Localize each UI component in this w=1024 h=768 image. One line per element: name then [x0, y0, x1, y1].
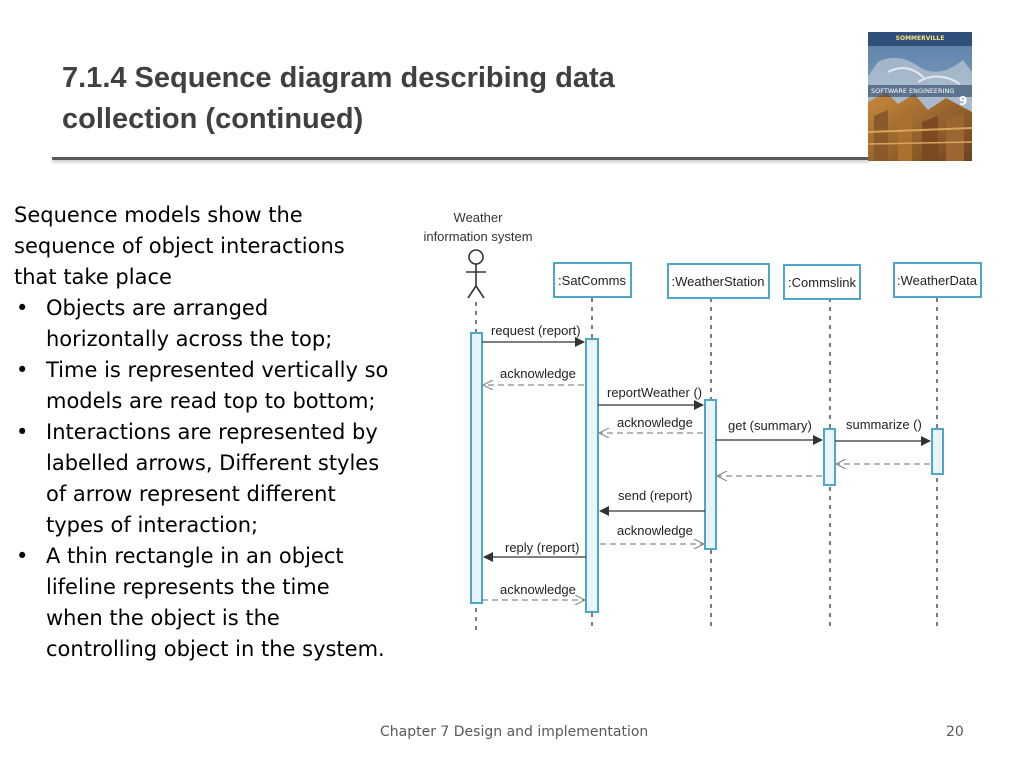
message-arrow: request (report) — [482, 323, 585, 347]
actor-label-line: information system — [423, 229, 532, 244]
return-arrow: acknowledge — [600, 523, 703, 544]
return-arrow: acknowledge — [482, 582, 584, 600]
message-label: acknowledge — [617, 415, 693, 430]
activation-bar — [823, 428, 836, 486]
slide-title-line: collection (continued) — [62, 103, 364, 135]
object-satcomms: :SatComms — [553, 262, 632, 298]
activation-bar — [704, 399, 717, 550]
bullet-line: A thin rectangle in an object — [46, 544, 344, 568]
book-cover-art — [868, 32, 972, 161]
activation-bar — [931, 428, 944, 475]
object-label: :Commslink — [788, 275, 856, 290]
object-weatherdata: :WeatherData — [893, 262, 982, 298]
bullet-line: lifeline represents the time — [46, 575, 330, 599]
bullet-line: controlling object in the system. — [46, 637, 385, 661]
bullet-line: Interactions are represented by — [46, 420, 378, 444]
object-label: :SatComms — [558, 273, 626, 288]
bullet-list: • Objects are arranged horizontally acro… — [14, 293, 424, 665]
bullet-line: Objects are arranged — [46, 296, 269, 320]
message-arrow: reply (report) — [483, 540, 586, 562]
message-arrow: send (report) — [599, 488, 705, 516]
bullet-line: types of interaction; — [46, 513, 259, 537]
intro-paragraph: Sequence models show the sequence of obj… — [14, 200, 424, 293]
message-label: get (summary) — [728, 418, 812, 433]
object-boxes: :SatComms :WeatherStation :Commslink :We… — [553, 262, 982, 300]
bullet-line: labelled arrows, Different styles — [46, 451, 380, 475]
actor: Weather information system — [423, 210, 533, 299]
bullet-item: • A thin rectangle in an object lifeline… — [14, 541, 424, 665]
slide-title: 7.1.4 Sequence diagram describing data c… — [62, 58, 822, 140]
actor-stick-figure-icon — [466, 249, 486, 299]
bullet-item: • Interactions are represented by labell… — [14, 417, 424, 541]
message-label: summarize () — [846, 417, 922, 432]
activation-bar — [585, 338, 599, 613]
bullet-line: of arrow represent different — [46, 482, 336, 506]
object-label: :WeatherData — [897, 273, 978, 288]
message-label: reportWeather () — [607, 385, 702, 400]
message-arrow: summarize () — [835, 417, 931, 446]
activation-bar — [470, 332, 483, 604]
actor-label-line: Weather — [454, 210, 504, 225]
messages: request (report) acknowledge reportWeath… — [482, 323, 931, 600]
object-weatherstation: :WeatherStation — [667, 263, 770, 299]
intro-line: that take place — [14, 265, 172, 289]
book-cover-title: SOFTWARE ENGINEERING — [871, 87, 955, 95]
book-cover-edition: 9 — [959, 94, 968, 108]
slide-title-line: 7.1.4 Sequence diagram describing data — [62, 62, 615, 94]
return-arrow: acknowledge — [600, 415, 703, 433]
object-commslink: :Commslink — [783, 264, 861, 300]
book-cover-brand: SOMMERVILLE — [895, 35, 945, 42]
message-arrow: get (summary) — [716, 418, 823, 445]
slide-body: Sequence models show the sequence of obj… — [14, 200, 424, 665]
bullet-line: models are read top to bottom; — [46, 389, 376, 413]
return-arrow: acknowledge — [484, 366, 584, 385]
slide-footer: Chapter 7 Design and implementation — [380, 724, 649, 740]
bullet-dot: • — [16, 420, 29, 444]
sequence-diagram: Weather information system :SatComms :We… — [423, 210, 982, 630]
book-cover-image: SOMMERVILLE SOFTWARE ENGINEERING 9 — [868, 32, 972, 161]
intro-line: sequence of object interactions — [14, 234, 345, 258]
bullet-item: • Objects are arranged horizontally acro… — [14, 293, 424, 355]
message-label: request (report) — [491, 323, 581, 338]
object-label: :WeatherStation — [672, 274, 765, 289]
bullet-dot: • — [16, 544, 29, 568]
activation-bars — [470, 332, 944, 613]
message-label: reply (report) — [505, 540, 579, 555]
page-number: 20 — [946, 724, 964, 740]
message-label: acknowledge — [617, 523, 693, 538]
title-divider — [52, 157, 870, 160]
message-label: acknowledge — [500, 582, 576, 597]
message-label: send (report) — [618, 488, 692, 503]
bullet-item: • Time is represented vertically so mode… — [14, 355, 424, 417]
bullet-line: Time is represented vertically so — [46, 358, 389, 382]
message-label: acknowledge — [500, 366, 576, 381]
message-arrow: reportWeather () — [598, 385, 704, 410]
bullet-dot: • — [16, 358, 29, 382]
bullet-line: when the object is the — [46, 606, 280, 630]
intro-line: Sequence models show the — [14, 203, 303, 227]
bullet-dot: • — [16, 296, 29, 320]
bullet-line: horizontally across the top; — [46, 327, 333, 351]
